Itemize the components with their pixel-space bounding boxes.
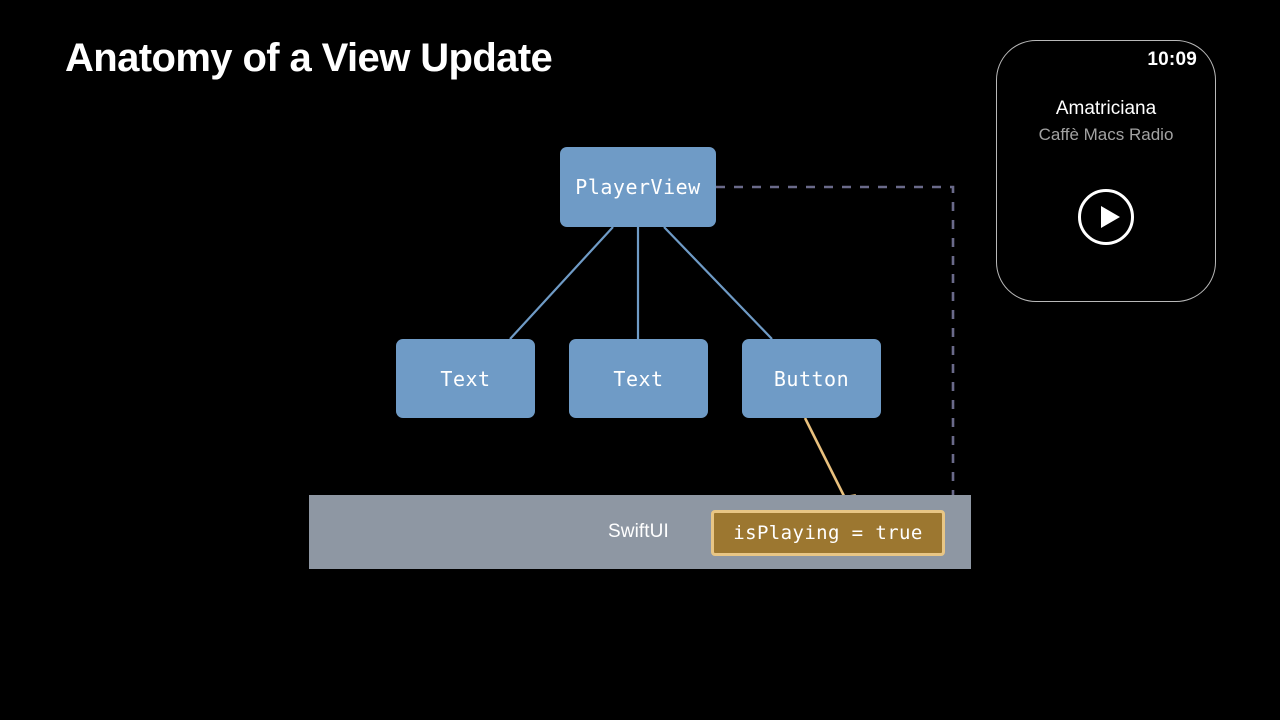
play-triangle-icon — [1101, 206, 1120, 228]
view-node-text-2[interactable]: Text — [569, 339, 708, 418]
state-value-box[interactable]: isPlaying = true — [711, 510, 945, 556]
page-title: Anatomy of a View Update — [65, 36, 553, 80]
view-node-playerview[interactable]: PlayerView — [560, 147, 716, 227]
view-node-button[interactable]: Button — [742, 339, 881, 418]
framework-label: SwiftUI — [608, 521, 669, 542]
watch-track-subtitle: Caffè Macs Radio — [1038, 125, 1174, 144]
watch-device-frame: 10:09 Amatriciana Caffè Macs Radio — [996, 40, 1216, 302]
view-node-text-1[interactable]: Text — [396, 339, 535, 418]
edge-playerview-button — [663, 226, 773, 340]
edge-playerview-text-1 — [509, 226, 614, 340]
watch-track-title: Amatriciana — [1055, 98, 1157, 119]
watch-status-time: 10:09 — [1147, 49, 1197, 70]
play-icon[interactable] — [1078, 189, 1134, 245]
